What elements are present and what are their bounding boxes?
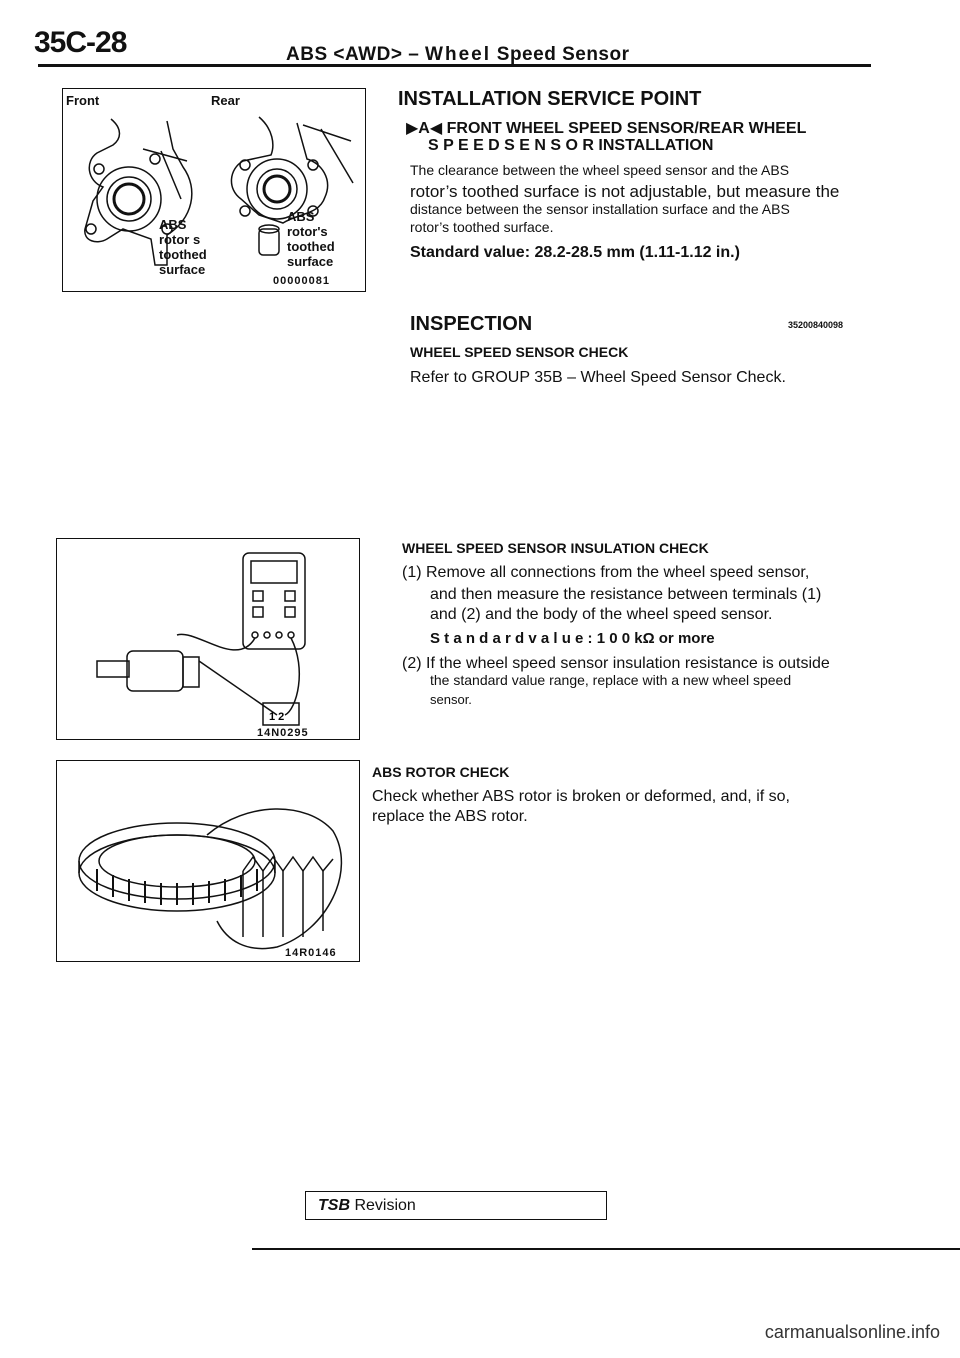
- label-abs-right: ABS: [287, 209, 315, 224]
- running-title-word: Wheel: [425, 44, 491, 65]
- check2-step2-line3: sensor.: [430, 692, 472, 707]
- inspection-code: 35200840098: [788, 320, 844, 330]
- knuckle-drawing: [84, 116, 354, 266]
- installation-para-line1: The clearance between the wheel speed se…: [410, 162, 790, 178]
- rotor-drawing: [78, 808, 343, 950]
- installation-heading: INSTALLATION SERVICE POINT: [398, 88, 702, 110]
- check2-step1-line3: and (2) and the body of the wheel speed …: [430, 606, 773, 623]
- check2-heading: WHEEL SPEED SENSOR INSULATION CHECK: [402, 540, 709, 556]
- figure-id-3: 14R0146: [285, 947, 337, 959]
- check3-line1: Check whether ABS rotor is broken or def…: [372, 788, 790, 805]
- check3-heading: ABS ROTOR CHECK: [372, 764, 510, 780]
- figure-multimeter: 1 2 14N0295: [56, 538, 360, 740]
- check2-step2-line1: (2) If the wheel speed sensor insulation…: [402, 655, 830, 672]
- svg-text:1 2: 1 2: [269, 711, 284, 723]
- label-toothed-left: toothed: [159, 247, 207, 262]
- running-title: ABS <AWD> – Wheel Speed Sensor: [286, 44, 630, 66]
- check1-heading: WHEEL SPEED SENSOR CHECK: [410, 344, 629, 360]
- check2-step1-line2: and then measure the resistance between …: [430, 586, 822, 603]
- tsb-label: TSB: [318, 1197, 350, 1214]
- page-number: 35C-28: [34, 26, 127, 59]
- installation-subheading-line1: ▶A◀ FRONT WHEEL SPEED SENSOR/REAR WHEEL: [406, 118, 806, 138]
- multimeter-drawing: 1 2: [96, 552, 306, 726]
- watermark: carmanualsonline.info: [764, 1322, 940, 1342]
- label-rotors-left: rotor s: [159, 232, 201, 247]
- footer-rule: [252, 1248, 960, 1250]
- installation-para-line2: rotor’s toothed surface is not adjustabl…: [410, 182, 840, 201]
- check2-standard-value: S t a n d a r d v a l u e : 1 0 0 kΩ or …: [430, 630, 715, 647]
- tsb-revision-box: TSB Revision: [305, 1191, 607, 1220]
- check2-step2-line2: the standard value range, replace with a…: [430, 672, 792, 688]
- marker-a-icon: ▶A◀: [406, 120, 443, 137]
- installation-standard-value: Standard value: 28.2-28.5 mm (1.11-1.12 …: [410, 244, 740, 261]
- check2-step1-line1: (1) Remove all connections from the whee…: [402, 564, 810, 581]
- running-title-prefix: ABS <AWD> –: [286, 44, 426, 65]
- label-abs-left: ABS: [159, 217, 187, 232]
- label-rear: Rear: [211, 93, 240, 108]
- label-front: Front: [66, 93, 100, 108]
- installation-subheading-line2: S P E E D S E N S O R INSTALLATION: [428, 137, 714, 154]
- figure-abs-rotor: 14R0146: [56, 760, 360, 962]
- installation-subheading-text: FRONT WHEEL SPEED SENSOR/REAR WHEEL: [446, 120, 807, 137]
- figure-id-2: 14N0295: [257, 727, 309, 739]
- running-title-rest: Speed Sensor: [496, 44, 630, 65]
- label-toothed-right: toothed: [287, 239, 335, 254]
- tsb-revision-text: Revision: [354, 1197, 416, 1214]
- figure-id-1: 00000081: [273, 275, 330, 287]
- installation-para-line4: rotor’s toothed surface.: [410, 219, 554, 235]
- installation-para-line3: distance between the sensor installation…: [410, 201, 790, 217]
- header-rule: [38, 64, 871, 67]
- label-surface-left: surface: [159, 262, 206, 277]
- check3-line2: replace the ABS rotor.: [372, 808, 528, 825]
- figure-knuckle: Front Rear ABS rotor s toothed surface A…: [62, 88, 366, 292]
- label-rotors-right: rotor's: [287, 224, 328, 239]
- label-surface-right: surface: [287, 254, 334, 269]
- inspection-heading: INSPECTION: [410, 313, 533, 335]
- check1-text: Refer to GROUP 35B – Wheel Speed Sensor …: [410, 369, 786, 386]
